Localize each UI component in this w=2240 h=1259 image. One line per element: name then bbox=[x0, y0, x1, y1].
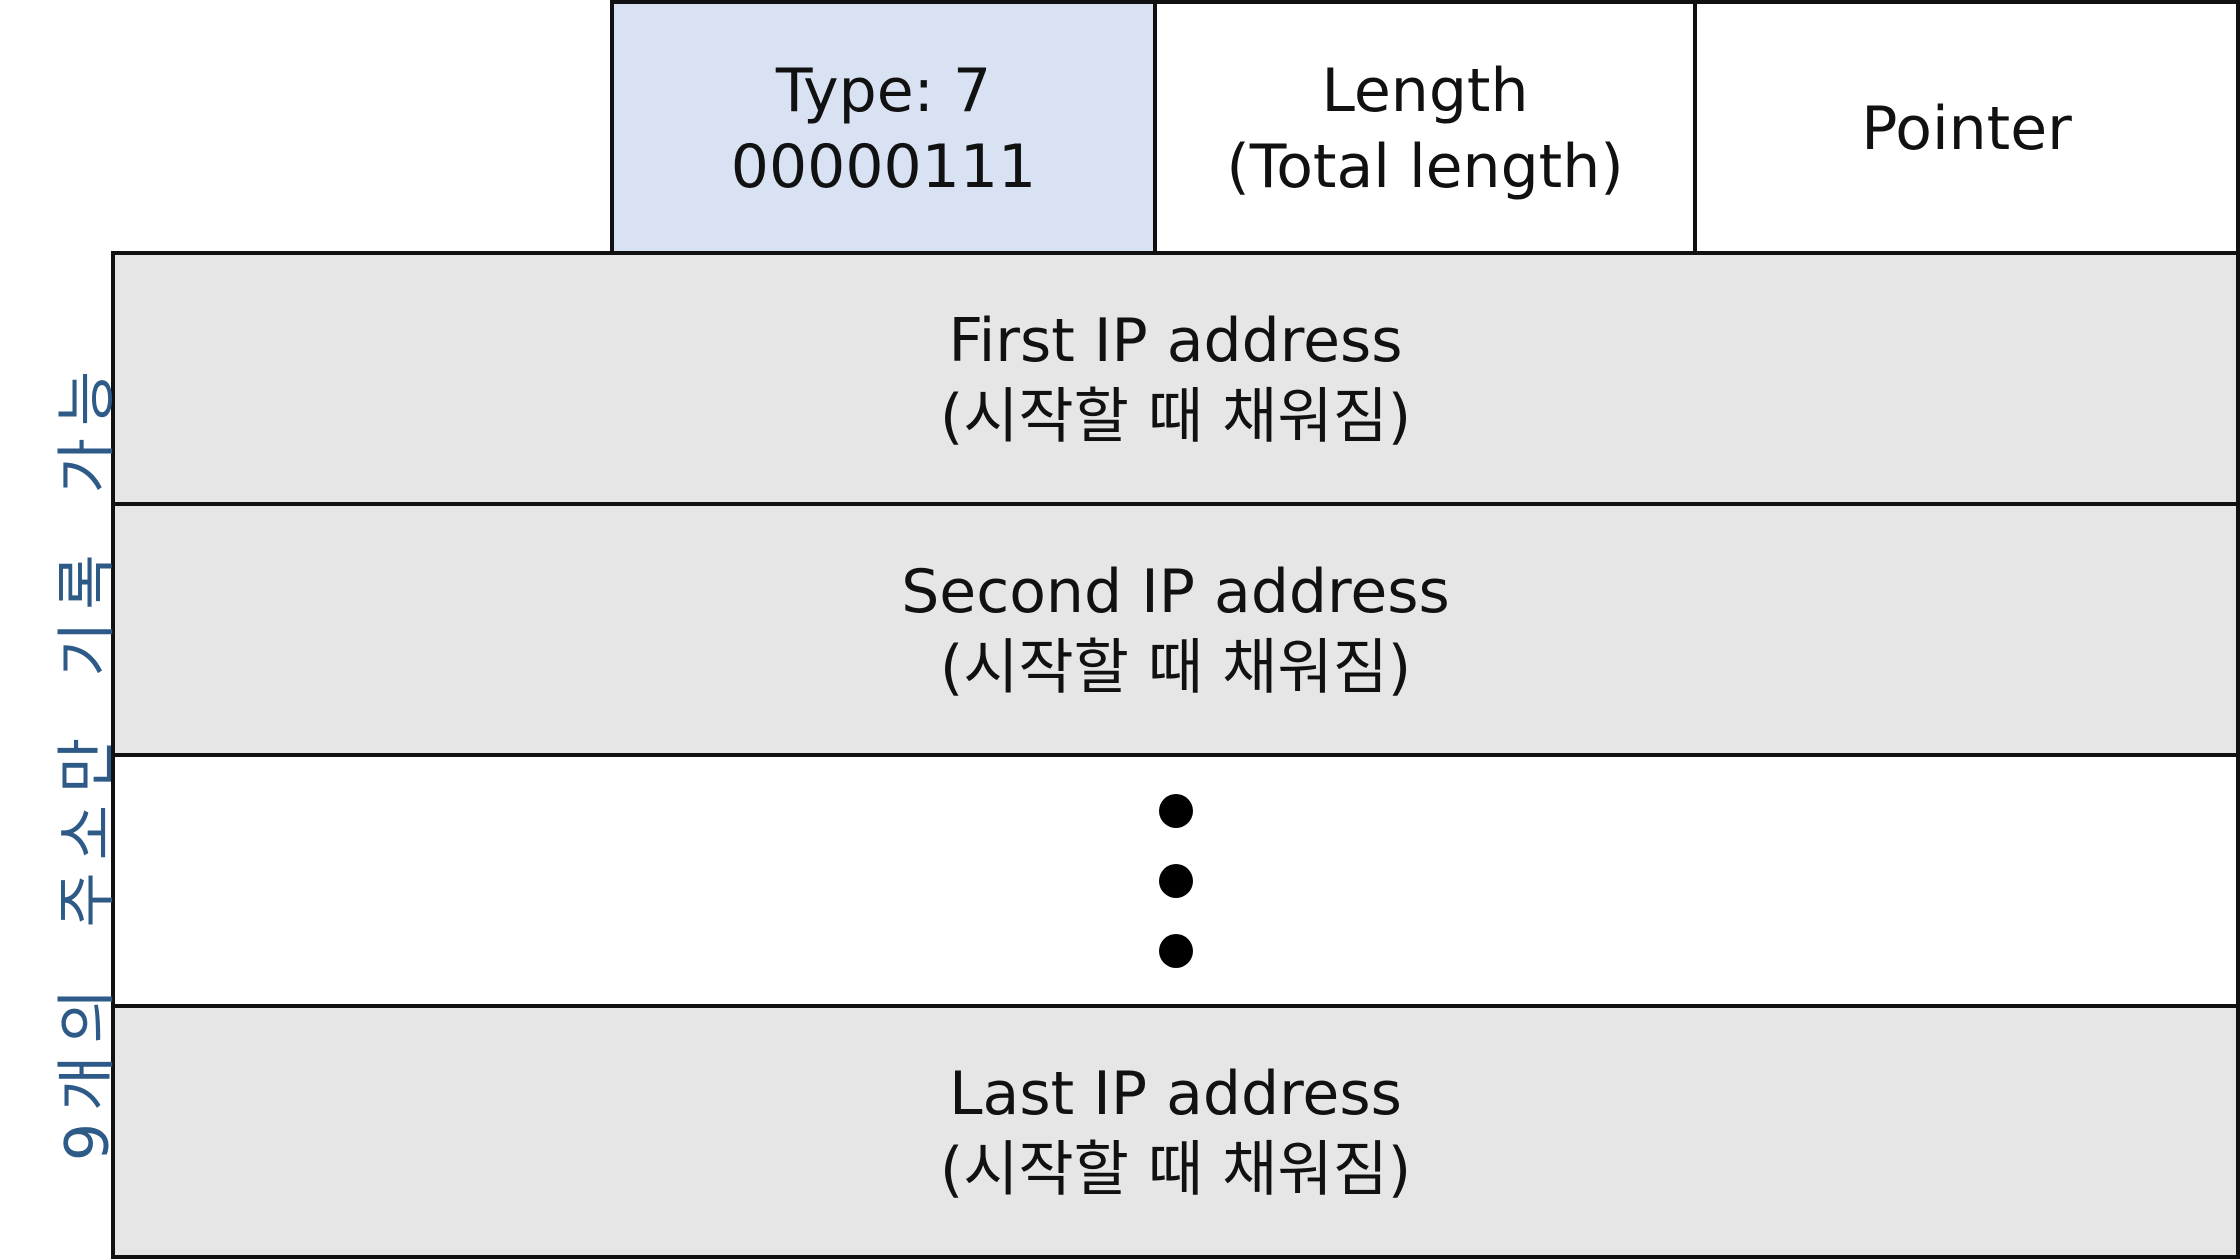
second-ip-label: Second IP address bbox=[901, 556, 1450, 627]
pointer-field: Pointer bbox=[1693, 0, 2240, 257]
ellipsis-dot bbox=[1158, 863, 1193, 898]
last-ip-row: Last IP address (시작할 때 채워짐) bbox=[111, 1004, 2240, 1259]
second-ip-row: Second IP address (시작할 때 채워짐) bbox=[111, 502, 2240, 757]
type-field-binary: 00000111 bbox=[730, 131, 1037, 202]
pointer-field-label: Pointer bbox=[1861, 93, 2072, 164]
length-field-note: (Total length) bbox=[1226, 131, 1624, 202]
type-field: Type: 7 00000111 bbox=[610, 0, 1157, 257]
last-ip-note: (시작할 때 채워짐) bbox=[939, 1134, 1412, 1205]
first-ip-row: First IP address (시작할 때 채워짐) bbox=[111, 251, 2240, 506]
length-field: Length (Total length) bbox=[1153, 0, 1697, 257]
ellipsis-dot bbox=[1158, 933, 1193, 968]
ellipsis-dot bbox=[1158, 793, 1193, 828]
first-ip-label: First IP address bbox=[948, 305, 1403, 376]
second-ip-note: (시작할 때 채워짐) bbox=[939, 632, 1412, 703]
first-ip-note: (시작할 때 채워짐) bbox=[939, 381, 1412, 452]
type-field-value: Type: 7 bbox=[775, 55, 992, 126]
ellipsis-row bbox=[111, 753, 2240, 1008]
last-ip-label: Last IP address bbox=[949, 1058, 1402, 1129]
capacity-side-label: 9개의 주소만 기록 가능 bbox=[52, 358, 123, 1162]
length-field-label: Length bbox=[1321, 55, 1529, 126]
